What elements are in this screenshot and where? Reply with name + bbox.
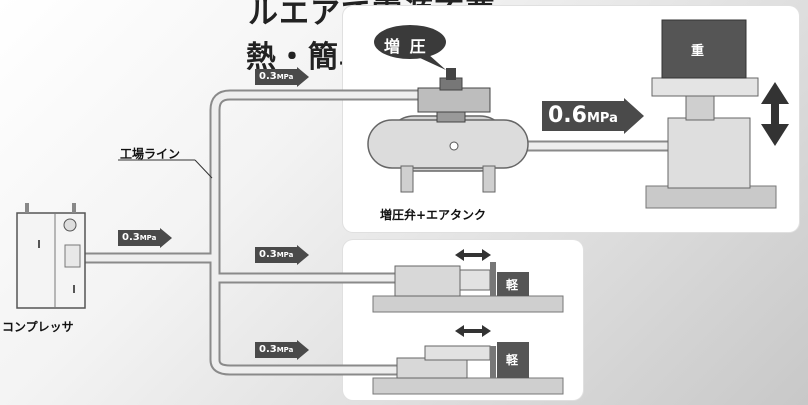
boosted-pressure-arrow: 0.6MPa: [542, 98, 644, 134]
piping: [79, 89, 686, 376]
compressor-unit: [16, 203, 86, 309]
pressure-arrow-4: 0.3MPa: [255, 340, 310, 360]
compressor-label: コンプレッサ: [2, 320, 74, 334]
booster-tank-label: 増圧弁+エアタンク: [380, 208, 487, 222]
factory-line-label: 工場ライン: [120, 147, 181, 161]
pressure-arrow-1: 0.3MPa: [255, 67, 310, 87]
light-load-actuator-1: [372, 249, 564, 313]
booster-tag-bubble: [374, 25, 446, 70]
pressure-value-1: 0.3: [259, 71, 277, 82]
pressure-unit-4: MPa: [276, 346, 294, 354]
light-load-actuator-2: [372, 325, 564, 395]
air-tank: [367, 115, 529, 193]
booster-tag-text: 増 圧: [384, 37, 428, 56]
pressure-value-2: 0.3: [122, 232, 140, 243]
light-load-2-label: 軽: [506, 353, 519, 367]
heavy-load-label: 重: [691, 44, 705, 59]
pressure-value-3: 0.3: [259, 249, 277, 260]
pressure-arrow-3: 0.3MPa: [255, 245, 310, 265]
pressure-unit-3: MPa: [276, 251, 294, 259]
heavy-load-press: [645, 19, 777, 209]
up-down-arrow-icon: [761, 82, 789, 146]
factory-line-leader: [194, 159, 213, 179]
pressure-unit-2: MPa: [139, 234, 157, 242]
pressure-unit-1: MPa: [276, 73, 294, 81]
pressure-arrow-2: 0.3MPa: [118, 228, 173, 248]
boosted-pressure-value: 0.6: [548, 103, 587, 128]
pressure-value-4: 0.3: [259, 344, 277, 355]
light-load-1-label: 軽: [506, 278, 519, 292]
boosted-pressure-unit: MPa: [586, 111, 618, 126]
booster-valve: [417, 68, 491, 123]
